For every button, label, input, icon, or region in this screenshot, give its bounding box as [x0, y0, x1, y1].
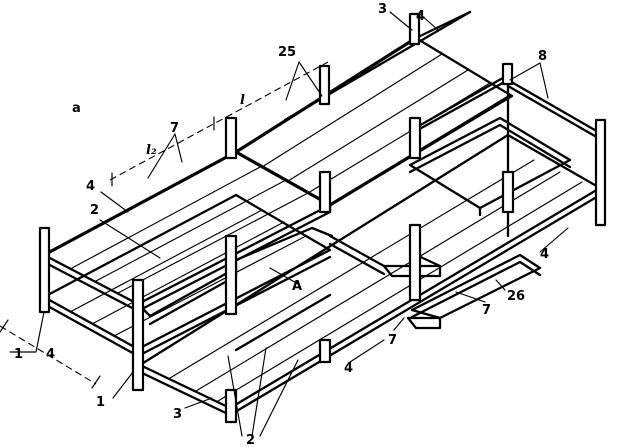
columns — [38, 12, 607, 424]
stair-opening — [328, 116, 572, 278]
callout-8: 8 — [538, 49, 547, 64]
callout-4-left: 4 — [86, 179, 95, 194]
figure-letter: a — [72, 101, 81, 116]
callout-25: 25 — [278, 45, 296, 60]
lower-floor-left — [42, 193, 332, 358]
leader-lines — [9, 11, 569, 437]
edge-beams — [42, 36, 512, 257]
callout-A: A — [292, 279, 302, 294]
landing-slab — [406, 253, 542, 330]
callout-4-dim: 4 — [46, 347, 55, 362]
callout-3-top: 3 — [378, 2, 387, 17]
dimension-l: l — [240, 93, 245, 108]
callout-1-top: 1 — [14, 347, 23, 362]
callout-4-top: 4 — [416, 9, 425, 24]
callout-4-right: 4 — [540, 247, 549, 262]
callout-26: 26 — [507, 289, 525, 304]
callout-2-mid: 2 — [90, 203, 99, 218]
dimension-l2: l₂ — [146, 143, 157, 158]
callout-1-bottom: 1 — [96, 395, 105, 410]
callout-3-bottom: 3 — [173, 407, 182, 422]
dimension-lines — [0, 61, 329, 389]
upper-floor-main — [234, 10, 514, 214]
callout-2-bottom: 2 — [246, 433, 255, 447]
callout-7-b: 7 — [388, 333, 397, 348]
callout-7-a: 7 — [482, 303, 491, 318]
callout-labels: a 1 1 2 2 3 3 4 4 4 4 4 7 7 7 8 25 26 A … — [14, 2, 549, 447]
callout-4-front: 4 — [344, 361, 353, 376]
callout-7-mid: 7 — [170, 121, 179, 136]
